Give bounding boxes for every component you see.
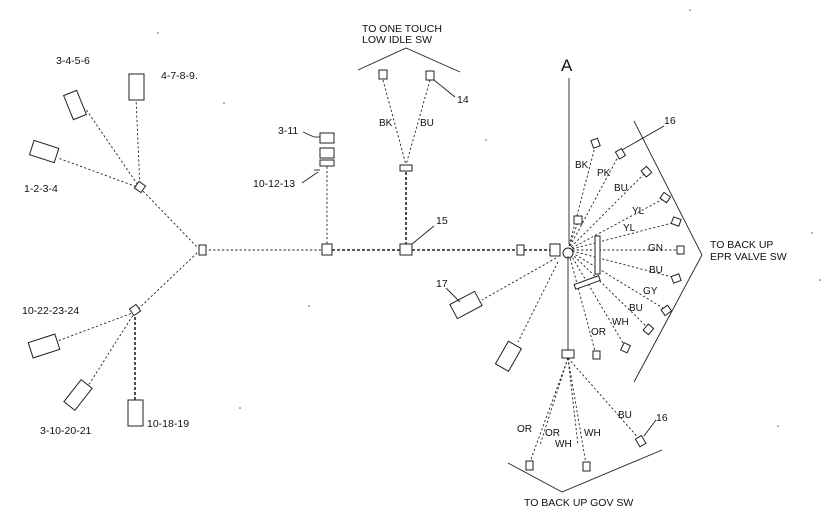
wire-or3: OR [545,428,560,439]
term-pk [614,147,627,160]
term-or1 [592,350,601,360]
marker-a: A [561,56,573,75]
middle-branch: 3-11 10-12-13 [253,125,402,256]
label-3-4-5-6: 3-4-5-6 [56,55,90,67]
wire-wh2: WH [555,439,572,450]
label-16-top: 16 [664,115,676,127]
term-gy [660,304,673,317]
wire-pk: PK [597,168,611,179]
connector-low-idle-bk [378,69,388,80]
splice-connector-15 [399,243,413,256]
junction-connector-lower [128,303,142,317]
left-cluster: 3-4-5-6 4-7-8-9. 1-2-3-4 10-22-23-24 3-1… [22,55,323,437]
wire-or2: OR [517,424,532,435]
wire-wh1: WH [612,317,629,328]
connector-10-12-13-top [319,147,335,159]
hub-connector [549,243,561,257]
connector-10-12-13 [319,159,335,167]
wire-yl2: YL [623,223,636,234]
wire-gn: GN [648,243,663,254]
term-gn [676,245,685,255]
label-16-bottom: 16 [656,412,668,424]
connector-gov-join [561,349,575,359]
term-yl2 [670,216,682,227]
term-yl1 [659,191,672,204]
low-idle-branch: TO ONE TOUCH LOW IDLE SW BK BU 14 15 [357,23,469,256]
hub-bar-lower [573,275,601,290]
note-back-up-gov: TO BACK UP GOV SW [524,497,633,509]
term-bu1 [640,165,653,178]
connector-low-idle-join [399,164,413,172]
note-low-idle: LOW IDLE SW [362,34,432,46]
term-gov-1 [525,460,534,471]
wire-bk: BK [575,160,589,171]
wire-bu-lowidle: BU [420,118,434,129]
label-10-22-23-24: 10-22-23-24 [22,305,79,317]
wire-gy: GY [643,286,658,297]
wire-yl1: YL [632,206,645,217]
splice-connector-mid [321,243,333,256]
note-one-touch: TO ONE TOUCH [362,23,442,35]
term-bk [590,137,601,149]
wire-bu3: BU [629,303,643,314]
term-gov-2 [582,461,591,472]
wire-bk-lowidle: BK [379,118,393,129]
connector-3-11 [319,132,335,144]
label-10-18-19: 10-18-19 [147,418,189,430]
hub-bar-vertical [594,235,601,275]
connector-1-2-3-4 [28,139,60,164]
label-4-7-8-9: 4-7-8-9. [161,70,198,82]
label-1-2-3-4: 1-2-3-4 [24,183,58,195]
connector-lower-block [494,340,523,372]
scan-specks [157,9,821,427]
connector-4-7-8-9 [128,73,145,101]
wire-bu4: BU [618,410,632,421]
splice-connector-right [516,244,525,256]
splice-connector-left [198,244,207,256]
term-bu3 [642,323,655,336]
junction-connector-upper [133,180,147,194]
wire-bu2: BU [649,265,663,276]
right-trunk: 17 [412,243,561,372]
connector-3-10-20-21 [63,378,93,412]
connector-3-4-5-6 [62,89,88,121]
term-bu2 [670,273,682,284]
connector-10-22-23-24 [27,333,61,359]
wire-wh3: WH [584,428,601,439]
note-back-up: TO BACK UP [710,239,773,251]
connector-17 [449,290,483,320]
term-wh1 [620,342,632,354]
gov-sw-branch: TO BACK UP GOV SW OR OR WH WH BU 16 [507,256,668,509]
term-short-top [573,215,583,225]
connector-10-18-19 [127,399,144,427]
wire-bu1: BU [614,183,628,194]
label-17: 17 [436,278,448,290]
label-14: 14 [457,94,469,106]
label-10-12-13: 10-12-13 [253,178,295,190]
connector-low-idle-bu [425,70,435,81]
label-15: 15 [436,215,448,227]
label-3-10-20-21: 3-10-20-21 [40,425,92,437]
term-gov-bu [634,434,647,448]
epr-valve-branch: TO BACK UP EPR VALVE SW 16 BK PK BU YL Y… [562,115,787,383]
label-3-11: 3-11 [278,125,298,137]
wire-or1: OR [591,327,606,338]
note-epr-valve: EPR VALVE SW [710,251,787,263]
marker-a-group: A [561,56,573,244]
